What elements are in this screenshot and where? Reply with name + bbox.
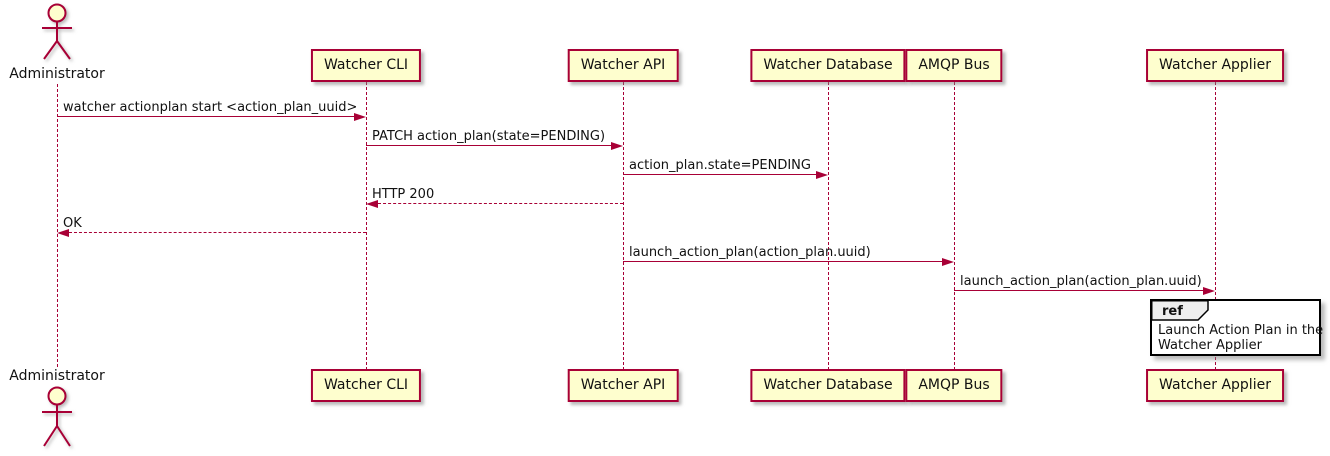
actor-label-bottom: Administrator <box>9 368 105 384</box>
participant-amqp-bus-bottom: AMQP Bus <box>905 369 1003 402</box>
message-label: action_plan.state=PENDING <box>629 158 811 173</box>
lifeline-watcher-cli <box>366 82 367 370</box>
arrowhead-right-icon <box>354 113 366 121</box>
ref-keyword: ref <box>1162 304 1183 319</box>
arrowhead-right-icon <box>611 142 623 150</box>
lifeline-administrator <box>57 84 58 367</box>
message-label: OK <box>63 216 82 231</box>
participant-watcher-database-top: Watcher Database <box>750 49 906 82</box>
ref-text-line2: Watcher Applier <box>1158 338 1262 353</box>
participant-amqp-bus-top: AMQP Bus <box>905 49 1003 82</box>
ref-text-line1: Launch Action Plan in the <box>1158 323 1324 338</box>
participant-watcher-api-bottom: Watcher API <box>567 369 679 402</box>
message-line <box>378 203 623 204</box>
ref-tab-icon: ref <box>1151 300 1209 321</box>
message-line <box>57 116 355 117</box>
arrowhead-left-icon <box>366 200 378 208</box>
message-label: launch_action_plan(action_plan.uuid) <box>629 245 871 260</box>
message-label: HTTP 200 <box>372 187 435 202</box>
lifeline-watcher-database <box>828 82 829 370</box>
ref-text: Launch Action Plan in the Watcher Applie… <box>1158 323 1323 353</box>
message-line <box>954 290 1204 291</box>
lifeline-watcher-applier <box>1215 82 1216 370</box>
message-line <box>366 145 612 146</box>
participant-watcher-applier-bottom: Watcher Applier <box>1146 369 1284 402</box>
message-line <box>623 261 943 262</box>
actor-label-top: Administrator <box>9 66 105 82</box>
participant-watcher-cli-top: Watcher CLI <box>310 49 422 82</box>
actor-icon <box>42 3 72 60</box>
arrowhead-left-icon <box>57 229 69 237</box>
participant-watcher-cli-bottom: Watcher CLI <box>310 369 422 402</box>
arrowhead-right-icon <box>942 258 954 266</box>
message-label: watcher actionplan start <action_plan_uu… <box>63 100 358 115</box>
lifeline-amqp-bus <box>954 82 955 370</box>
lifeline-watcher-api <box>623 82 624 370</box>
message-label: launch_action_plan(action_plan.uuid) <box>960 274 1202 289</box>
participant-watcher-database-bottom: Watcher Database <box>750 369 906 402</box>
participant-watcher-applier-top: Watcher Applier <box>1146 49 1284 82</box>
message-line <box>623 174 817 175</box>
arrowhead-right-icon <box>816 171 828 179</box>
ref-fragment: ref Launch Action Plan in the Watcher Ap… <box>1150 299 1323 356</box>
arrowhead-right-icon <box>1203 287 1215 295</box>
actor-icon <box>42 386 72 447</box>
participant-watcher-api-top: Watcher API <box>567 49 679 82</box>
message-line <box>69 232 366 233</box>
message-label: PATCH action_plan(state=PENDING) <box>372 129 606 144</box>
